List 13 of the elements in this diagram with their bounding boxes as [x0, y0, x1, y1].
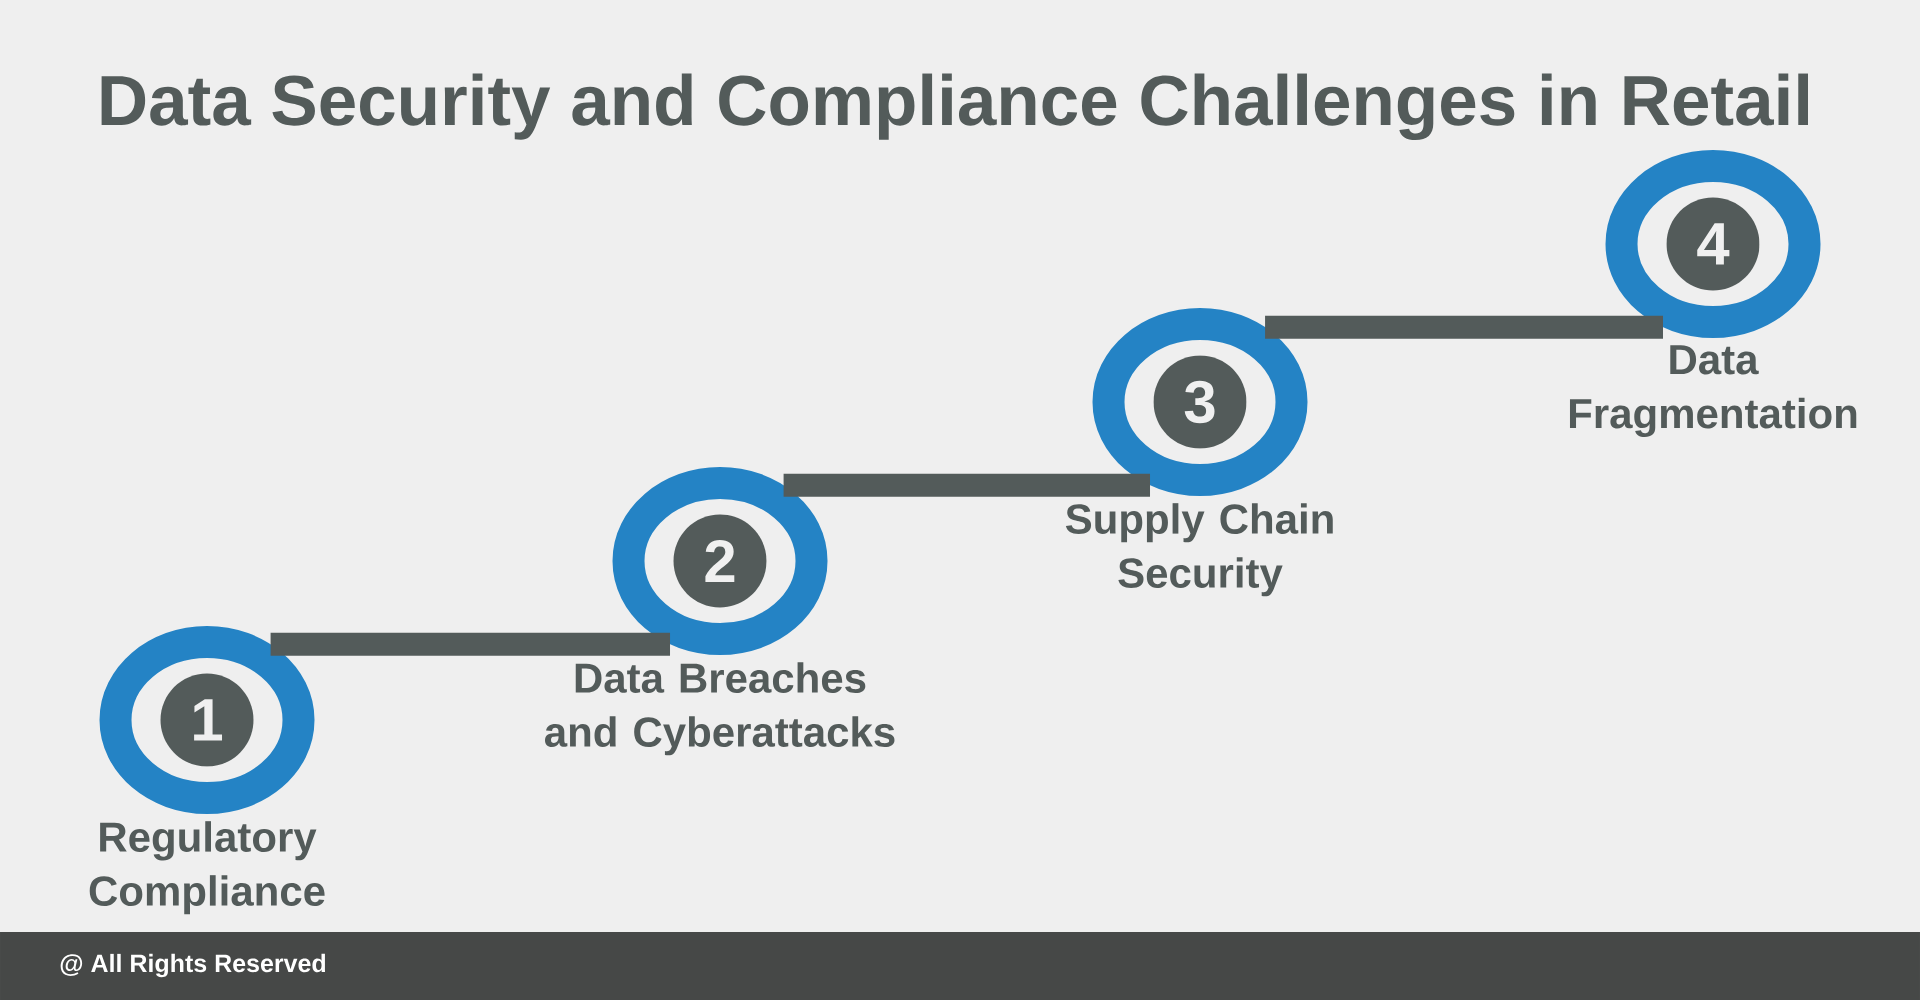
step-label: Regulatory Compliance [89, 821, 325, 915]
numbered-ring: 2 [612, 467, 828, 655]
numbered-ring: 4 [1605, 150, 1821, 338]
connector-line [1265, 315, 1664, 339]
step-label: Supply Chain Security [1065, 503, 1333, 597]
step-label: Data Breaches and Cyberattacks [545, 662, 895, 756]
connector-line [783, 473, 1150, 497]
connector-line [270, 632, 670, 656]
title: Data Security and Compliance Challenges in Retail [101, 73, 1808, 140]
numbered-ring: 1 [99, 626, 315, 814]
footer-text: @ All Rights Reserved [60, 953, 326, 978]
step-label: Data Fragmentation [1570, 345, 1857, 437]
numbered-ring: 3 [1092, 308, 1308, 496]
